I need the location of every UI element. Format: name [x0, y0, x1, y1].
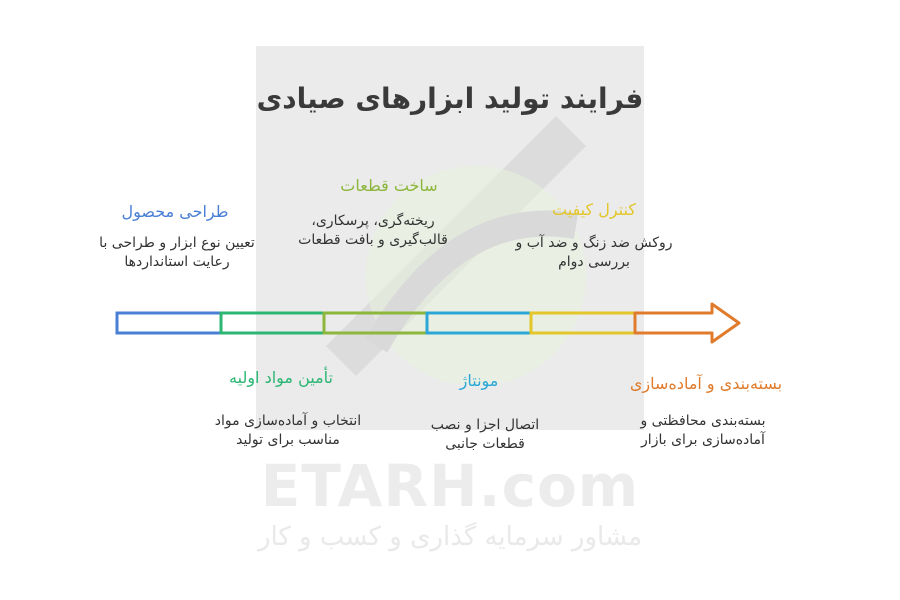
stage-3-description: ریخته‌گری، پرسکاری، قالب‌گیری و بافت قطع… [298, 213, 448, 248]
segment-4 [425, 311, 533, 335]
stage-4-title: مونتاژ [459, 371, 499, 390]
stage-5-title: کنترل کیفیت [552, 200, 636, 219]
watermark-tagline: مشاور سرمایه گذاری و کسب و کار [257, 522, 643, 552]
segment-5 [529, 311, 637, 335]
stage-6-description: بسته‌بندی محافظتی و آماده‌سازی برای بازا… [640, 413, 766, 448]
stage-4-description: اتصال اجزا و نصب قطعات جانبی [430, 417, 540, 452]
stage-2-description: انتخاب و آماده‌سازی مواد مناسب برای تولی… [214, 413, 362, 448]
diagram-title: فرایند تولید ابزارهای صیادی [256, 82, 644, 115]
stage-1-description: تعیین نوع ابزار و طراحی با رعایت استاندا… [99, 235, 255, 270]
stage-2-title: تأمین مواد اولیه [229, 368, 333, 387]
segment-1 [115, 311, 223, 335]
segment-6-arrowhead [633, 302, 741, 344]
watermark-brand: ETARH.com [260, 452, 640, 520]
stage-1-title: طراحی محصول [121, 202, 229, 221]
segment-2 [219, 311, 326, 335]
stage-6-title: بسته‌بندی و آماده‌سازی [629, 374, 783, 393]
segment-3 [322, 311, 429, 335]
stage-5-description: روکش ضد زنگ و ضد آب و بررسی دوام [515, 235, 673, 270]
stage-3-title: ساخت قطعات [340, 176, 438, 195]
